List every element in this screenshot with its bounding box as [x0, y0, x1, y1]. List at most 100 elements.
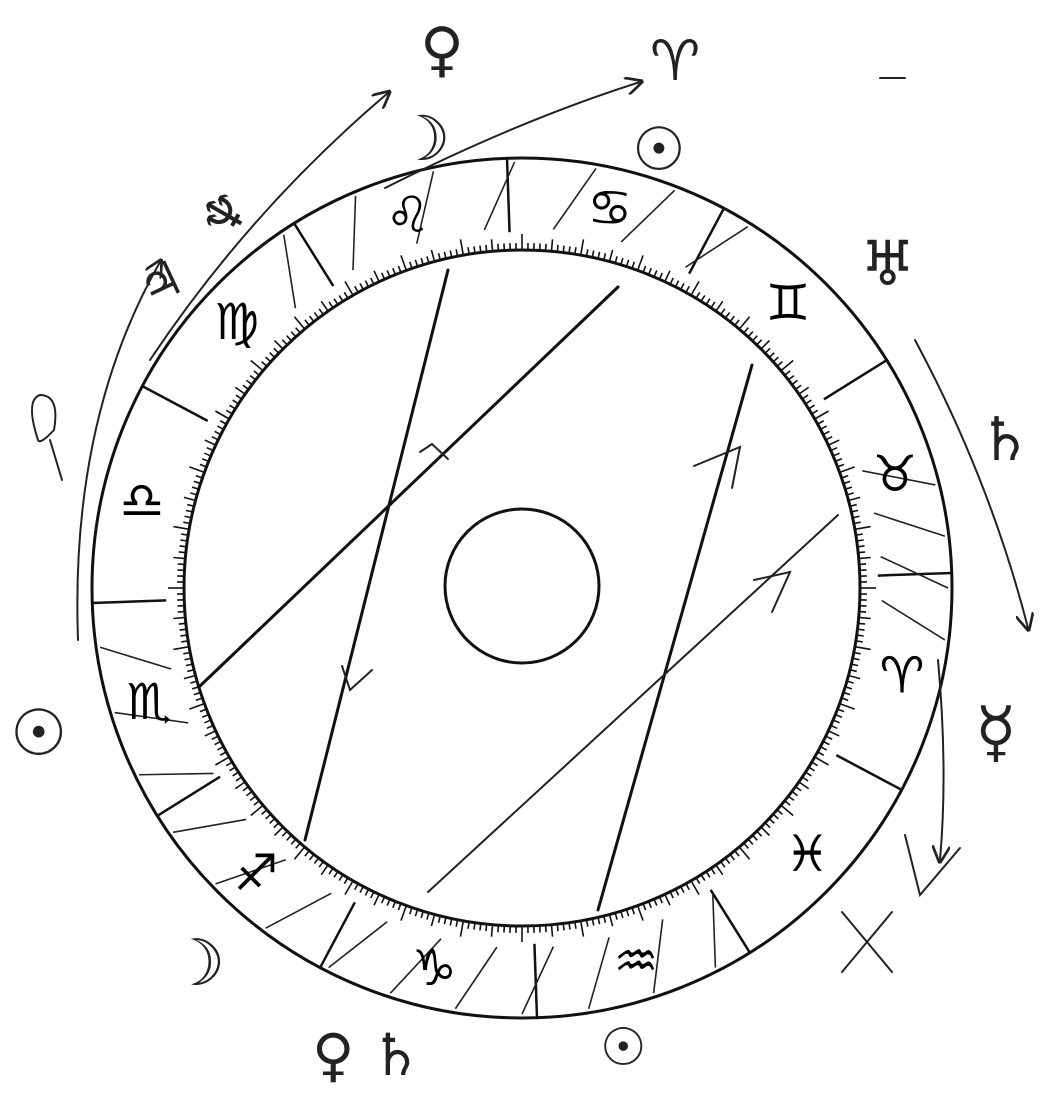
hatch-stroke	[455, 947, 497, 1009]
degree-tick	[721, 861, 725, 867]
sign-divider	[824, 360, 887, 399]
degree-tick	[716, 865, 723, 875]
degree-tick	[753, 336, 758, 341]
degree-tick	[270, 819, 275, 824]
degree-tick	[296, 328, 301, 333]
aspect-line-cancer-scorpio	[200, 287, 618, 686]
degree-tick	[294, 317, 304, 329]
degree-tick	[848, 675, 860, 678]
degree-tick	[217, 426, 223, 429]
degree-tick	[287, 336, 292, 341]
degree-tick	[721, 309, 725, 315]
degree-tick	[314, 858, 318, 864]
degree-tick	[777, 810, 782, 815]
neptune-left-icon: ♆	[186, 178, 265, 251]
degree-tick	[795, 787, 801, 791]
zodiac-glyph-taurus: ♉	[873, 445, 918, 503]
right-x-mark	[842, 912, 892, 972]
degree-tick	[848, 497, 860, 500]
degree-tick	[266, 814, 271, 819]
degree-tick	[744, 328, 749, 333]
degree-tick	[196, 476, 203, 478]
degree-tick	[226, 410, 232, 414]
degree-tick	[670, 278, 673, 284]
degree-tick	[575, 922, 576, 929]
degree-tick	[181, 641, 188, 642]
degree-tick	[781, 805, 793, 815]
hatch-stroke	[173, 819, 246, 832]
aspect-line-gemini-aquarius	[598, 365, 752, 910]
degree-tick	[360, 886, 363, 892]
degree-tick	[275, 341, 283, 349]
zodiac-glyph-cancer: ♋	[587, 179, 632, 237]
degree-tick	[785, 801, 790, 805]
degree-tick	[189, 704, 204, 709]
outer-arrow-left	[77, 262, 160, 640]
degree-tick	[461, 921, 464, 937]
degree-tick	[282, 831, 287, 836]
degree-tick	[344, 292, 348, 298]
degree-tick	[486, 245, 487, 252]
degree-tick	[491, 925, 492, 937]
degree-tick	[696, 292, 700, 298]
venus-bottom-icon: ♀	[312, 1021, 354, 1089]
degree-tick	[250, 796, 256, 800]
aspect-line-taurus-capricorn	[428, 515, 838, 892]
degree-tick	[626, 260, 628, 267]
degree-tick	[739, 847, 749, 859]
degree-tick	[581, 239, 584, 255]
degree-tick	[262, 362, 267, 367]
degree-tick	[215, 757, 229, 765]
degree-tick	[557, 245, 558, 252]
degree-tick	[287, 835, 292, 840]
degree-tick	[220, 421, 226, 424]
degree-tick	[857, 635, 864, 636]
degree-tick	[823, 741, 829, 744]
degree-tick	[815, 757, 829, 765]
sun-top-right-icon: ☉	[632, 115, 686, 185]
degree-tick	[857, 629, 864, 630]
degree-tick	[773, 814, 778, 819]
degree-tick	[179, 623, 186, 624]
degree-tick	[701, 875, 705, 881]
degree-tick	[761, 341, 769, 349]
moon-bottom-left-icon: ☽	[168, 927, 225, 1001]
degree-tick	[773, 357, 778, 362]
degree-tick	[609, 914, 612, 926]
degree-tick	[858, 552, 865, 553]
degree-tick	[401, 255, 406, 270]
degree-tick	[812, 410, 818, 414]
degree-tick	[180, 540, 187, 541]
degree-tick	[744, 843, 749, 848]
degree-tick	[735, 851, 739, 856]
degree-tick	[236, 777, 242, 781]
degree-tick	[840, 704, 855, 709]
degree-tick	[802, 777, 808, 781]
degree-tick	[795, 385, 801, 389]
degree-tick	[686, 884, 689, 890]
degree-tick	[840, 467, 855, 472]
hatch-stroke	[685, 227, 747, 268]
degree-tick	[859, 617, 871, 618]
degree-tick	[374, 894, 379, 905]
degree-tick	[461, 239, 464, 255]
degree-tick	[319, 861, 323, 867]
degree-tick	[788, 376, 794, 380]
sun-bottom-icon: ☉	[600, 1018, 647, 1078]
degree-tick	[765, 823, 770, 828]
degree-tick	[474, 246, 475, 253]
degree-tick	[675, 889, 678, 895]
degree-tick	[706, 871, 710, 877]
hatch-stroke	[100, 647, 171, 669]
degree-tick	[706, 299, 710, 305]
degree-tick	[179, 552, 186, 553]
degree-tick	[805, 400, 811, 404]
sign-divider	[157, 777, 220, 816]
degree-tick	[229, 767, 235, 771]
degree-tick	[575, 247, 576, 254]
degree-tick	[551, 925, 552, 937]
degree-tick	[820, 747, 826, 750]
degree-tick	[730, 854, 734, 860]
zodiac-glyph-pisces: ♓	[785, 825, 830, 883]
degree-tick	[321, 301, 328, 311]
